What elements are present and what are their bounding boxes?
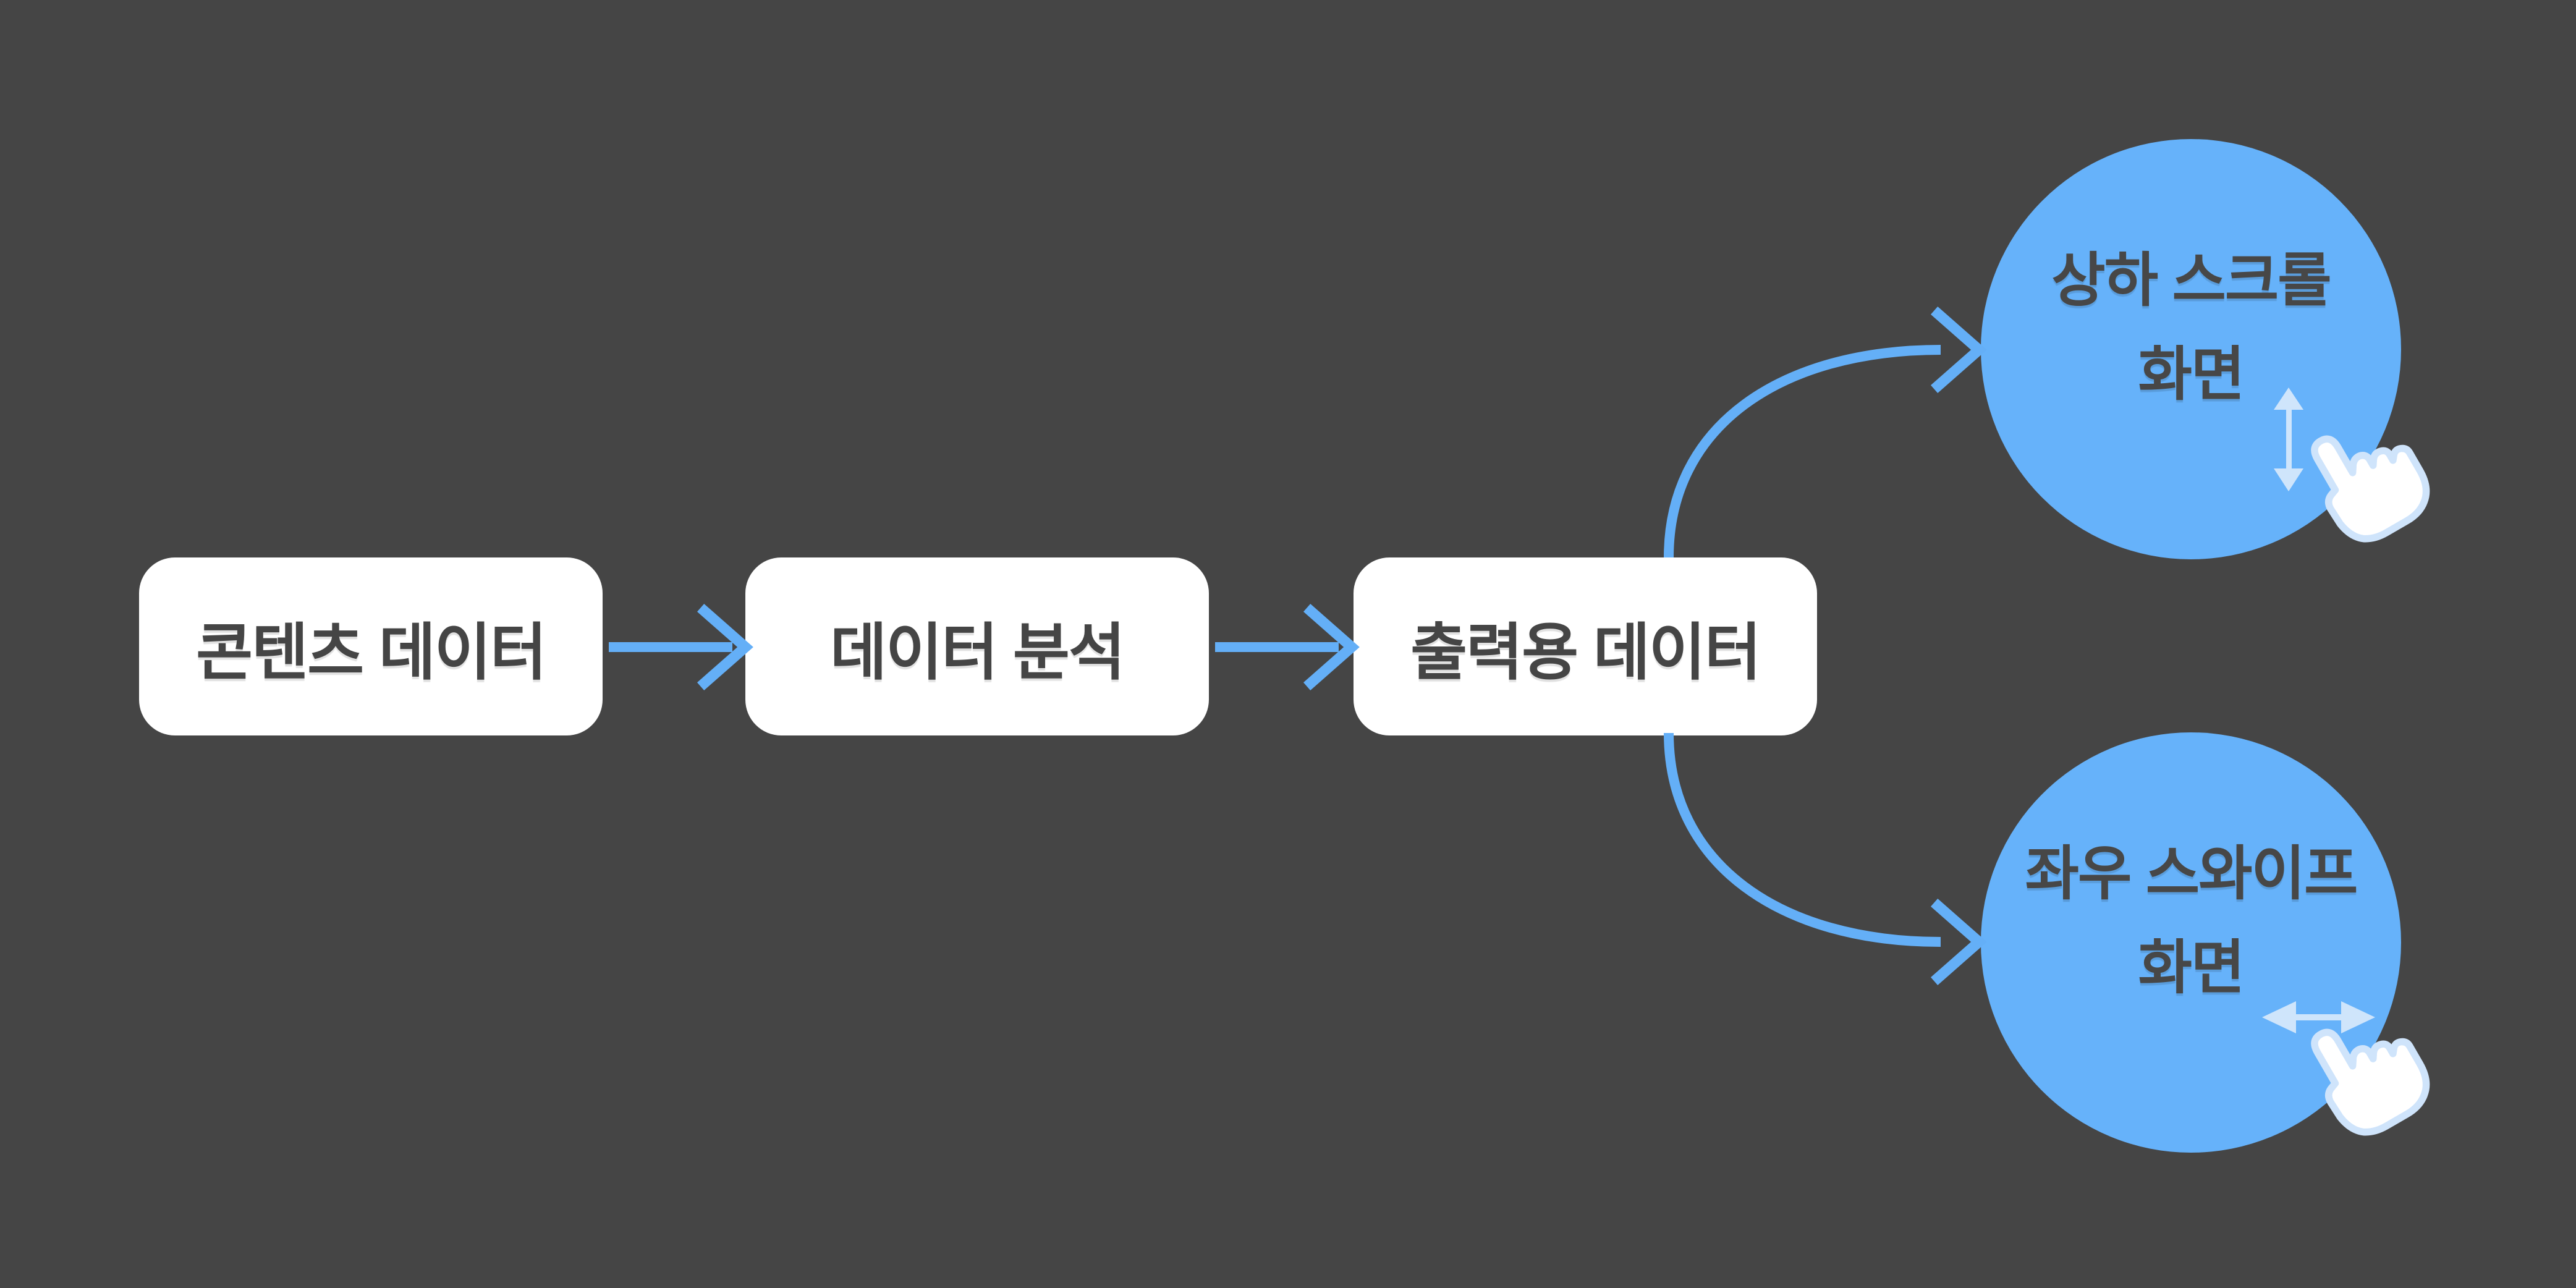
curved-up-arrow-icon	[1664, 307, 1987, 558]
node-output-data: 출력용 데이터	[1354, 557, 1817, 735]
right-arrow-icon	[609, 604, 753, 690]
node-label: 상하 스크롤 화면	[2051, 234, 2331, 422]
node-content-data: 콘텐츠 데이터	[139, 557, 603, 735]
node-label-line2: 화면	[2138, 342, 2245, 407]
node-label: 데이터 분석	[830, 617, 1125, 687]
node-label: 출력용 데이터	[1410, 617, 1761, 687]
node-label: 콘텐츠 데이터	[196, 617, 547, 687]
node-label-line2: 화면	[2138, 935, 2245, 1001]
node-label: 좌우 스와이프 화면	[2025, 827, 2358, 1015]
node-data-analysis: 데이터 분석	[745, 557, 1209, 735]
node-label-line1: 좌우 스와이프	[2025, 841, 2358, 907]
curved-down-arrow-icon	[1664, 732, 1987, 985]
node-label-line1: 상하 스크롤	[2051, 248, 2331, 313]
right-arrow-icon	[1215, 604, 1360, 690]
node-horizontal-swipe-screen: 좌우 스와이프 화면	[1981, 732, 2401, 1153]
node-vertical-scroll-screen: 상하 스크롤 화면	[1981, 139, 2401, 559]
